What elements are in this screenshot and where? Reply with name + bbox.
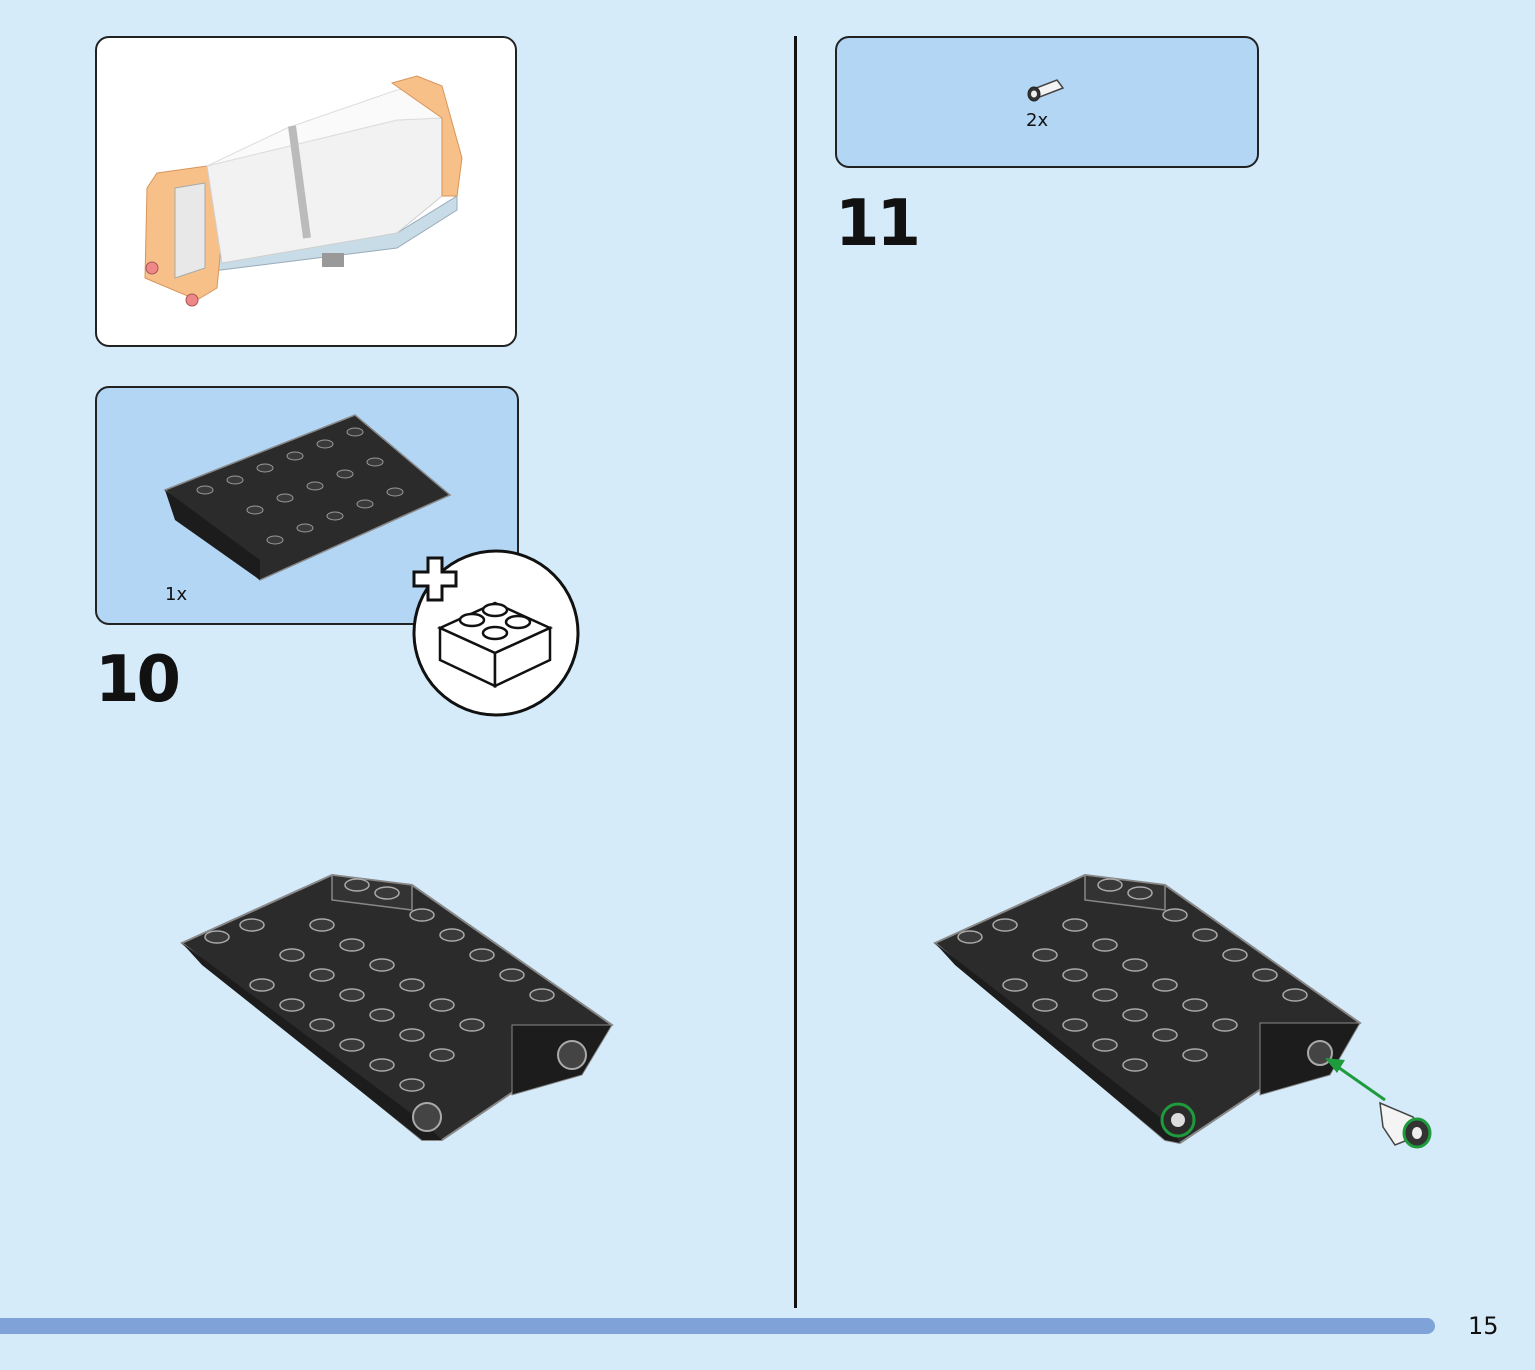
page-progress-bar (0, 1318, 1435, 1334)
add-brick-icon (412, 549, 580, 717)
model-preview-panel (95, 36, 517, 347)
step-10-part-qty: 1x (165, 584, 188, 605)
column-divider (794, 36, 797, 1308)
step-11-number: 11 (835, 187, 921, 261)
step-11-part-qty: 2x (1026, 110, 1049, 131)
step-10-parts-panel: 1x (95, 386, 519, 625)
step-10-number: 10 (95, 643, 181, 717)
step-11-parts-panel: 2x (835, 36, 1259, 168)
page-number: 15 (1468, 1312, 1499, 1340)
step-11-assembly-icon (933, 873, 1432, 1149)
step-10-assembly-icon (180, 873, 614, 1141)
pin-connector-white-icon (1027, 79, 1065, 102)
sloped-brick-black-icon (163, 414, 452, 581)
train-car-preview-icon (144, 75, 463, 307)
